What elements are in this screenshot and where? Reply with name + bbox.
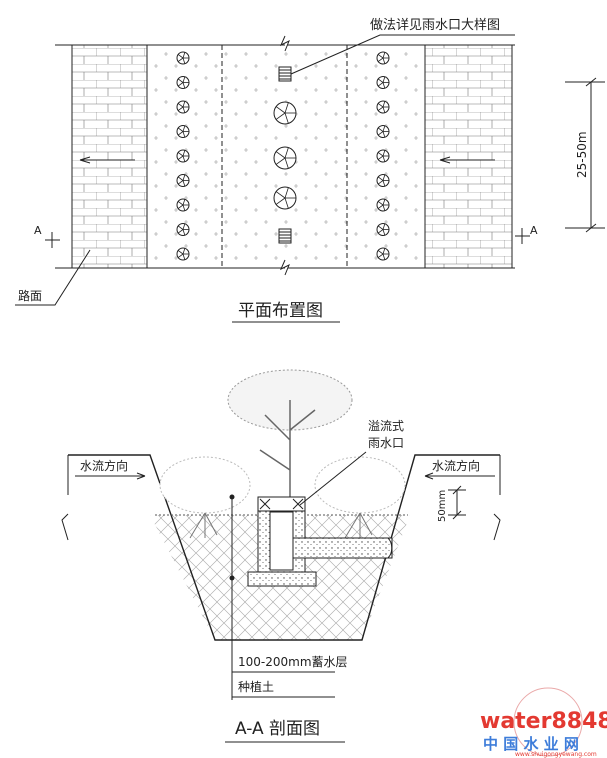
- plant-icon: [376, 223, 390, 236]
- inlet-note: 做法详见雨水口大样图: [370, 18, 500, 33]
- right-pavement: [424, 44, 513, 269]
- inlet-leader: [299, 451, 367, 506]
- section-mark-right-label: A: [530, 224, 538, 237]
- plant-icon: [376, 174, 390, 187]
- dimension-label: 25-50m: [575, 131, 589, 178]
- storage-layer-label: 100-200mm蓄水层: [238, 655, 348, 669]
- section-mark-left: [45, 232, 60, 248]
- tree: [227, 369, 353, 515]
- depth-dimension: [448, 485, 466, 520]
- plant-icon: [376, 125, 390, 138]
- watermark-brand: water8848: [480, 709, 607, 734]
- flow-arrow-right: [424, 472, 495, 480]
- inlet-label-2: 雨水口: [368, 436, 404, 450]
- flow-direction-left: 水流方向: [80, 458, 128, 473]
- soil-label: 种植土: [238, 679, 274, 694]
- plant-icon: [273, 146, 297, 170]
- trench-outline: [68, 454, 500, 641]
- left-pavement: [71, 44, 148, 269]
- section-title: A-A 剖面图: [235, 719, 320, 739]
- road-label: 路面: [18, 288, 42, 303]
- plant-icon: [176, 100, 190, 114]
- plant-icon: [376, 51, 390, 65]
- plant-icon: [176, 223, 190, 236]
- watermark-url: www.shuigongyewang.com: [515, 751, 597, 758]
- section-mark-right: [515, 228, 530, 244]
- outlet-pipe: [292, 537, 393, 559]
- plant-icon: [176, 198, 190, 212]
- break-symbol: [61, 513, 501, 541]
- plant-icon: [376, 198, 390, 212]
- plant-icon: [176, 247, 190, 261]
- plant-icon: [376, 247, 390, 261]
- break-symbol: [279, 35, 290, 276]
- inlet-grate: [257, 496, 306, 512]
- depth-label: 50mm: [437, 490, 448, 522]
- plant-icon: [376, 100, 390, 114]
- inlet-base: [247, 571, 317, 587]
- shrub-right: [314, 456, 406, 539]
- plant-icon: [176, 174, 190, 187]
- dimension-line: [565, 77, 605, 233]
- plan-view: 做法详见雨水口大样图 A A 25-50m 路面 平面布置图: [15, 18, 605, 323]
- shrub-left: [159, 456, 251, 539]
- plant-icon: [176, 149, 190, 163]
- flow-direction-right: 水流方向: [432, 458, 480, 473]
- plant-icon: [176, 76, 190, 89]
- inlet-leader: [290, 34, 515, 75]
- plant-icon: [273, 101, 297, 125]
- flow-arrow-left: [75, 472, 146, 480]
- plant-icon: [176, 125, 190, 138]
- flow-arrow-right: [439, 156, 495, 164]
- flow-arrow-left: [79, 156, 135, 164]
- plant-icon: [376, 149, 390, 163]
- plan-title: 平面布置图: [238, 301, 323, 321]
- watermark-logo: water8848 中 国 水 业 网 www.shuigongyewang.c…: [480, 687, 607, 758]
- plant-icon: [376, 76, 390, 89]
- section-view: 溢流式 雨水口 水流方向 水流方向 50mm 100-200mm蓄水层 种植土 …: [61, 369, 501, 743]
- inlet-label-1: 溢流式: [368, 419, 404, 433]
- section-mark-left-label: A: [34, 224, 42, 237]
- plant-symbols: [176, 51, 390, 261]
- watermark-cn: 中 国 水 业 网: [483, 735, 579, 753]
- road-leader: [15, 249, 91, 306]
- plant-icon: [273, 186, 297, 210]
- plant-icon: [176, 51, 190, 65]
